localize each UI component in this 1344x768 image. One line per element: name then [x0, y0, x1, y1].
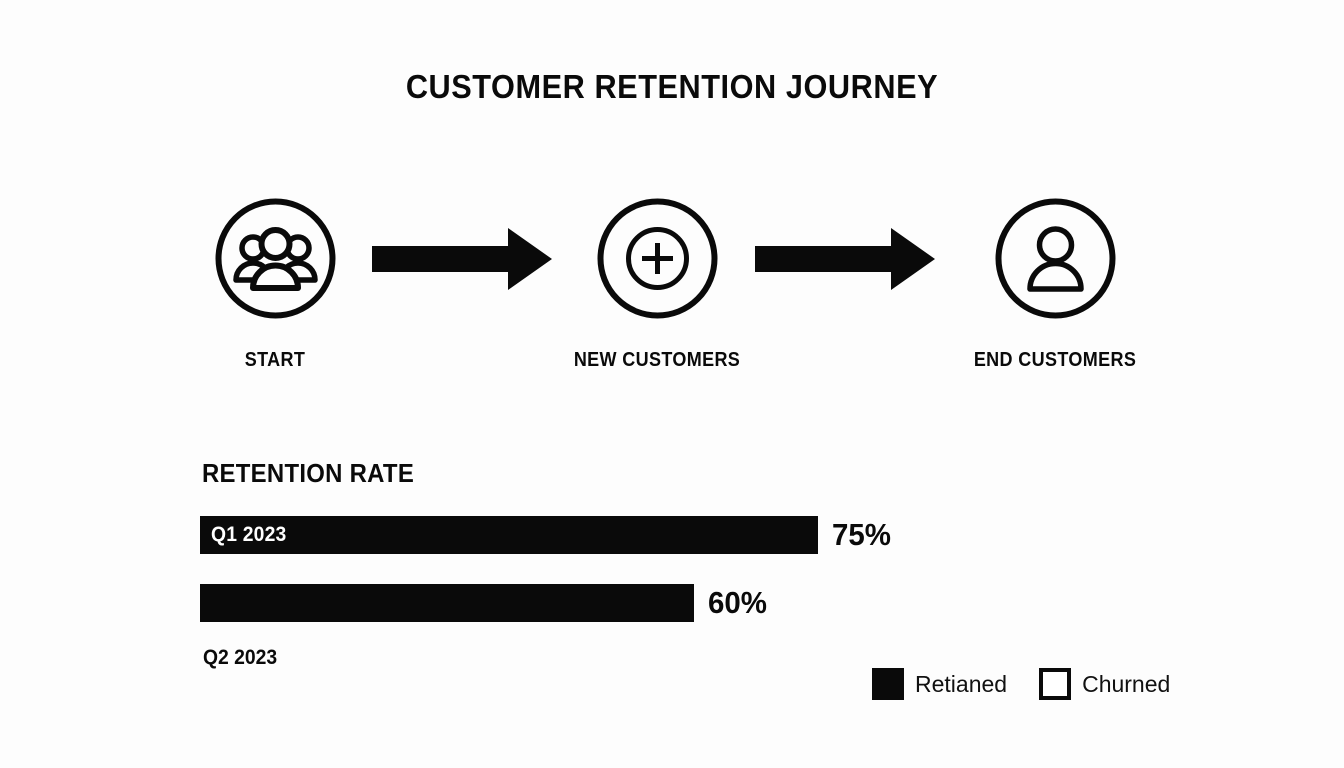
flow-step-new-customers[interactable]: NEW CUSTOMERS — [537, 196, 777, 372]
bar-value-q1: 75% — [832, 517, 891, 552]
retention-bar-q2[interactable] — [200, 584, 695, 622]
flow-step-label-start: START — [244, 349, 306, 371]
legend-label-churned: Churned — [1082, 670, 1171, 697]
group-of-people-icon — [213, 196, 338, 321]
legend-label-retained: Retianed — [915, 670, 1008, 697]
flow-step-label-new-customers: NEW CUSTOMERS — [573, 349, 741, 371]
right-arrow-icon — [372, 228, 552, 295]
bar-row[interactable]: 60% — [200, 584, 770, 622]
page-title: CUSTOMER RETENTION JOURNEY — [405, 68, 939, 105]
outline-square-icon — [1039, 668, 1072, 700]
bar-period-label-q1: Q1 2023 — [211, 523, 287, 546]
legend-item-retained[interactable]: Retianed — [872, 668, 1007, 700]
retention-bar-q1[interactable]: Q1 2023 — [200, 516, 818, 554]
bar-period-label-q2: Q2 2023 — [203, 646, 278, 669]
plus-in-circle-icon — [595, 196, 720, 321]
flow-step-start[interactable]: START — [155, 196, 395, 372]
single-person-icon — [993, 196, 1118, 321]
flow-step-label-end-customers: END CUSTOMERS — [973, 349, 1137, 371]
bar-row[interactable]: Q1 2023 75% — [200, 516, 894, 554]
right-arrow-icon — [755, 228, 935, 295]
retention-rate-heading: RETENTION RATE — [202, 458, 415, 488]
flow-step-end-customers[interactable]: END CUSTOMERS — [935, 196, 1175, 372]
journey-flow: START NEW CUSTOMERS — [0, 196, 1344, 381]
filled-square-icon — [872, 668, 904, 700]
chart-legend: Retianed Churned — [872, 668, 1170, 700]
legend-item-churned[interactable]: Churned — [1039, 668, 1170, 700]
bar-value-q2: 60% — [708, 585, 768, 620]
